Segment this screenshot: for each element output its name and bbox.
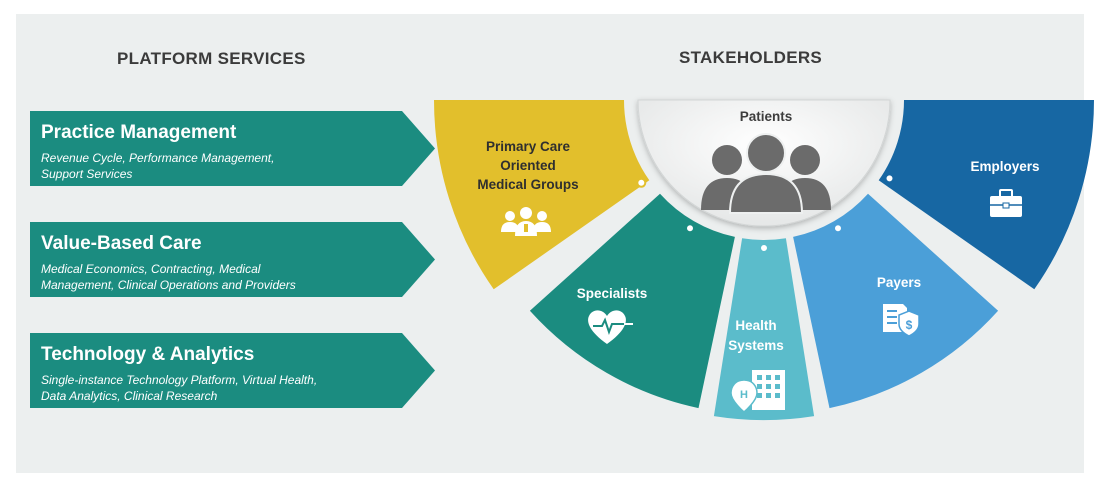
stakeholder-segment-specialists [529, 193, 735, 409]
service-description-line: Management, Clinical Operations and Prov… [41, 278, 296, 292]
service-description: Medical Economics, Contracting, Medical … [41, 261, 296, 293]
connector-dots [636, 173, 895, 253]
stakeholder-segment-primary-care [434, 100, 650, 290]
service-arrow-value-based-care: Value-Based Care Medical Economics, Cont… [30, 222, 435, 297]
service-description-line: Data Analytics, Clinical Research [41, 389, 218, 403]
service-description: Revenue Cycle, Performance Management, S… [41, 150, 274, 182]
service-description-line: Single-instance Technology Platform, Vir… [41, 373, 318, 387]
stakeholder-segment-employers [878, 100, 1094, 290]
people-group-icon [701, 133, 831, 214]
connector-dot [685, 223, 695, 234]
service-description-line: Revenue Cycle, Performance Management, [41, 151, 275, 165]
service-title: Technology & Analytics [41, 344, 255, 365]
service-title: Value-Based Care [41, 233, 202, 254]
connector-dot [759, 243, 769, 253]
briefcase-icon [990, 189, 1022, 217]
segment-label-line: Systems [728, 338, 784, 353]
service-arrow-practice-management: Practice Management Revenue Cycle, Perfo… [30, 111, 435, 186]
segment-label-line: Oriented [500, 158, 556, 173]
stakeholder-segment-payers [793, 193, 999, 409]
service-title: Practice Management [41, 122, 237, 143]
service-description: Single-instance Technology Platform, Vir… [41, 372, 317, 404]
segment-label-line: Medical Groups [477, 177, 578, 192]
stakeholder-segment-health-systems [713, 238, 815, 421]
segment-label-line: Health [735, 318, 776, 333]
connector-dot [636, 177, 647, 188]
platform-services-heading: PLATFORM SERVICES [117, 49, 306, 68]
service-description-line: Support Services [41, 167, 133, 181]
svg-text:$: $ [906, 318, 913, 332]
segment-label-line: Primary Care [486, 139, 571, 154]
segment-label-line: Specialists [577, 286, 648, 301]
segment-label-line: Employers [970, 159, 1039, 174]
stakeholders-heading: STAKEHOLDERS [679, 48, 823, 67]
patients-label: Patients [740, 109, 793, 124]
segment-label-line: Payers [877, 275, 921, 290]
service-description-line: Medical Economics, Contracting, Medical [41, 262, 261, 276]
heart-pulse-icon [588, 310, 633, 344]
payment-document-icon: $ [883, 304, 920, 337]
svg-text:H: H [740, 389, 748, 401]
service-arrow-technology-analytics: Technology & Analytics Single-instance T… [30, 333, 435, 408]
hospital-icon: H [730, 370, 785, 413]
connector-dot [833, 223, 843, 234]
connector-dot [884, 173, 895, 184]
physicians-icon [501, 207, 551, 236]
